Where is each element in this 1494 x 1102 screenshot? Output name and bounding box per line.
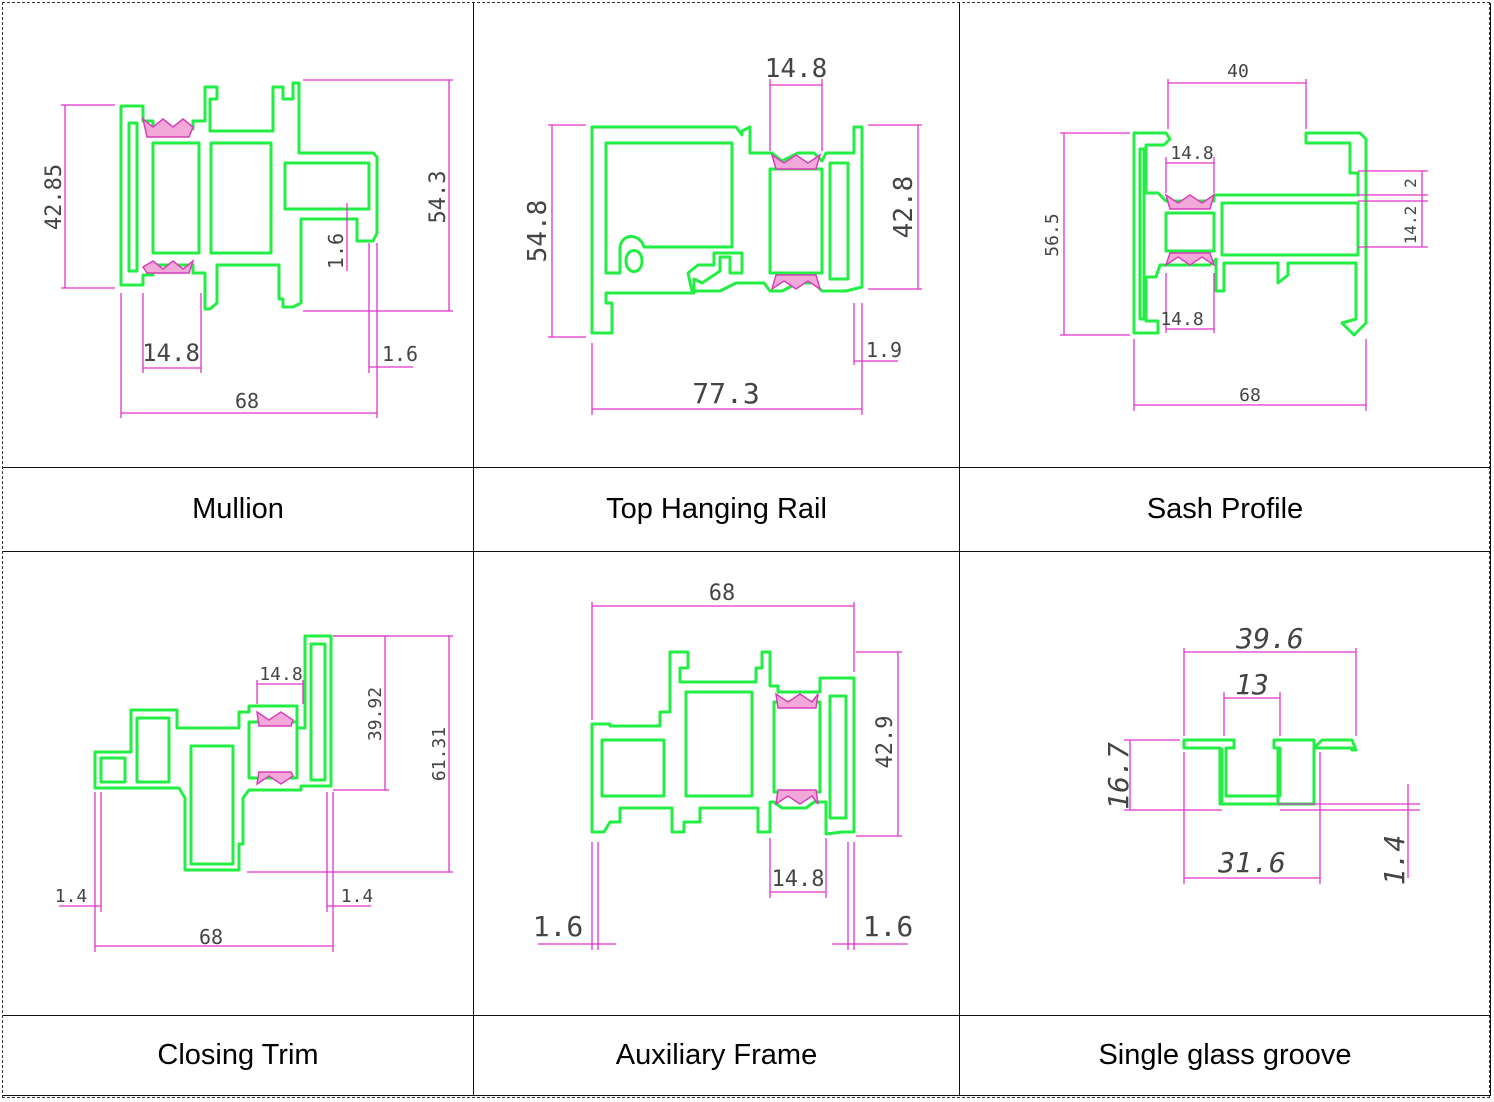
sash-profile-dim-height: 56.5	[1042, 213, 1063, 256]
single-glass-groove-dim-wall: 1.4	[1378, 835, 1411, 886]
mullion-dim-wall-b: 1.6	[382, 342, 418, 366]
single-glass-groove-dim-bottom: 31.6	[1217, 846, 1285, 879]
sash-profile-dim-width: 68	[1239, 385, 1261, 406]
closing-trim-dim-wall-a: 1.4	[55, 886, 88, 907]
auxiliary-frame-dim-height: 42.9	[873, 716, 898, 769]
single-glass-groove-dim-top: 39.6	[1235, 622, 1303, 655]
auxiliary-frame-profile	[590, 650, 856, 836]
single-glass-groove-drawing-cell: 39.6 13 16.7 31.6 1.4	[960, 552, 1491, 1016]
mullion-dim-wall-a: 1.6	[324, 233, 348, 269]
closing-trim-diagram: 14.8 39.92 61.31 1.4 1.4 68	[55, 634, 453, 952]
sash-profile-dim-gap: 40	[1227, 61, 1249, 82]
closing-trim-dim-width: 68	[199, 925, 223, 949]
sash-profile-caption: Sash Profile	[960, 468, 1491, 552]
single-glass-groove-profile	[1182, 738, 1358, 806]
sash-profile-dim-groove-top: 14.8	[1170, 143, 1213, 164]
auxiliary-frame-drawing-cell: 68 42.9 14.8 1.6 1.6	[474, 552, 960, 1016]
sash-profile-profile	[1132, 131, 1368, 337]
single-glass-groove-caption: Single glass groove	[960, 1016, 1491, 1096]
top-hanging-rail-drawing-cell: 14.8 54.8 42.8 1.9 77.3	[474, 3, 960, 468]
single-glass-groove-dim-slot: 13	[1235, 668, 1269, 701]
closing-trim-drawing-cell: 14.8 39.92 61.31 1.4 1.4 68	[3, 552, 474, 1016]
single-glass-groove-diagram: 39.6 13 16.7 31.6 1.4	[1102, 622, 1420, 886]
mullion-caption: Mullion	[3, 468, 474, 552]
top-hanging-rail-dim-height-a: 54.8	[523, 200, 553, 263]
sash-profile-diagram: 40 14.8 2 56.5 14.2 14.8 68	[1042, 61, 1428, 411]
top-hanging-rail-dim-wall: 1.9	[866, 338, 902, 362]
top-hanging-rail-dim-width: 77.3	[692, 377, 759, 410]
closing-trim-dim-height-a: 39.92	[365, 687, 386, 741]
sash-profile-dim-lip: 2	[1401, 178, 1420, 188]
sash-profile-dim-glass: 14.2	[1401, 206, 1420, 245]
sash-profile-dim-groove-bottom: 14.8	[1160, 309, 1203, 330]
mullion-diagram: 42.85 54.3 14.8 1.6 1.6 68	[42, 79, 453, 418]
mullion-drawing-cell: 42.85 54.3 14.8 1.6 1.6 68	[3, 3, 474, 468]
sash-profile-drawing-cell: 40 14.8 2 56.5 14.2 14.8 68	[960, 3, 1491, 468]
mullion-dim-height-b: 54.3	[426, 171, 451, 224]
top-hanging-rail-caption: Top Hanging Rail	[474, 468, 960, 552]
auxiliary-frame-caption: Auxiliary Frame	[474, 1016, 960, 1096]
top-hanging-rail-profile	[590, 125, 864, 335]
auxiliary-frame-dim-wall-a: 1.6	[533, 910, 584, 943]
auxiliary-frame-diagram: 68 42.9 14.8 1.6 1.6	[533, 581, 914, 950]
closing-trim-dim-groove: 14.8	[259, 664, 302, 685]
mullion-profile	[119, 81, 379, 311]
top-hanging-rail-diagram: 14.8 54.8 42.8 1.9 77.3	[523, 54, 922, 415]
top-hanging-rail-dim-groove: 14.8	[765, 54, 828, 84]
closing-trim-dim-wall-b: 1.4	[341, 886, 374, 907]
mullion-dim-height-a: 42.85	[42, 164, 67, 230]
top-hanging-rail-dim-height-b: 42.8	[889, 176, 919, 239]
auxiliary-frame-dim-width: 68	[709, 581, 736, 606]
closing-trim-caption: Closing Trim	[3, 1016, 474, 1096]
mullion-dim-width: 68	[235, 389, 259, 413]
closing-trim-profile	[93, 634, 333, 872]
mullion-dim-groove: 14.8	[142, 339, 200, 367]
auxiliary-frame-dim-wall-b: 1.6	[863, 910, 914, 943]
single-glass-groove-dim-height: 16.7	[1102, 742, 1135, 810]
auxiliary-frame-dim-groove: 14.8	[772, 867, 825, 892]
closing-trim-dim-height-b: 61.31	[429, 727, 450, 781]
